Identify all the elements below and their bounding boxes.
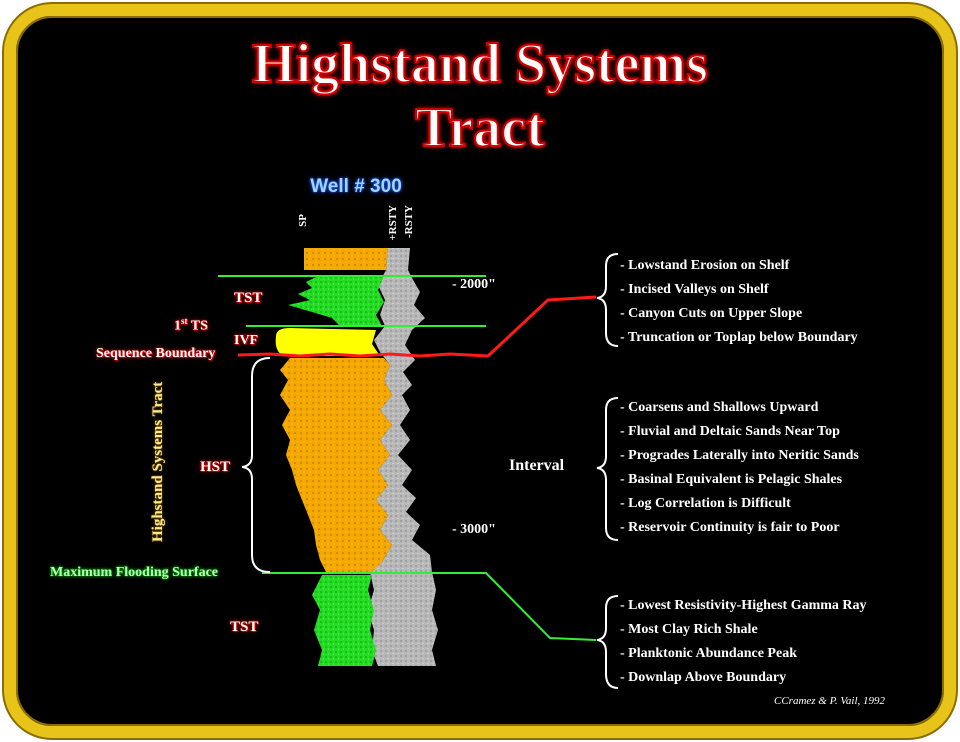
list-item: - Fluvial and Deltaic Sands Near Top [620,424,840,439]
ivf-label: IVF [234,333,259,348]
list-item: - Progrades Laterally into Neritic Sands [620,448,859,463]
list-item: - Truncation or Toplap below Boundary [620,330,858,345]
list-item: - Basinal Equivalent is Pelagic Shales [620,472,843,487]
tst-top-label: TST [234,290,263,306]
list-item: - Reservoir Continuity is fair to Poor [620,520,840,535]
credit-text: CCramez & P. Vail, 1992 [774,695,886,707]
list-item: - Planktonic Abundance Peak [620,646,797,661]
boundary-list-brace [596,253,619,347]
list-item: - Most Clay Rich Shale [620,622,758,637]
depth-3000: - 3000" [452,522,496,537]
first-ts-label: 1st TS [174,316,208,334]
title-line-1: Highstand Systems [251,33,709,95]
sp-log-tst-bottom [312,575,376,666]
list-item: - Downlap Above Boundary [620,670,787,685]
mfs-list-brace [596,595,619,689]
interval-characteristics-list: - Coarsens and Shallows Upward - Fluvial… [620,396,859,540]
hst-tract-vertical-label: Highstand Systems Tract [150,381,166,543]
tst-bottom-label: TST [230,619,259,635]
mfs-characteristics-list: - Lowest Resistivity-Highest Gamma Ray -… [620,594,867,690]
resistivity-log [368,248,438,666]
sequence-boundary-label: Sequence Boundary [96,346,216,361]
list-item: - Log Correlation is Difficult [620,496,791,511]
hst-brace [241,357,271,573]
list-item: - Lowest Resistivity-Highest Gamma Ray [620,598,867,613]
list-item: - Canyon Cuts on Upper Slope [620,306,803,321]
mfs-line [262,572,597,641]
list-item: - Coarsens and Shallows Upward [620,400,819,415]
mfs-label: Maximum Flooding Surface [50,565,218,580]
hst-label: HST [200,459,231,475]
interval-label: Interval [509,457,565,474]
depth-2000: - 2000" [452,277,496,292]
sequence-boundary-line [237,295,597,358]
sp-log-tst-top [288,276,384,326]
sp-log-ivf [275,328,380,356]
title-line-2: Tract [414,97,546,159]
list-item: - Incised Valleys on Shelf [620,282,769,297]
sp-log-hst [280,358,392,572]
yellow-rounded-frame [4,4,956,738]
sp-log-top-sand [304,248,388,270]
boundary-characteristics-list: - Lowstand Erosion on Shelf - Incised Va… [620,254,858,350]
well-label: Well # 300 [310,176,402,197]
list-item: - Lowstand Erosion on Shelf [620,258,790,273]
interval-list-brace [596,397,619,541]
